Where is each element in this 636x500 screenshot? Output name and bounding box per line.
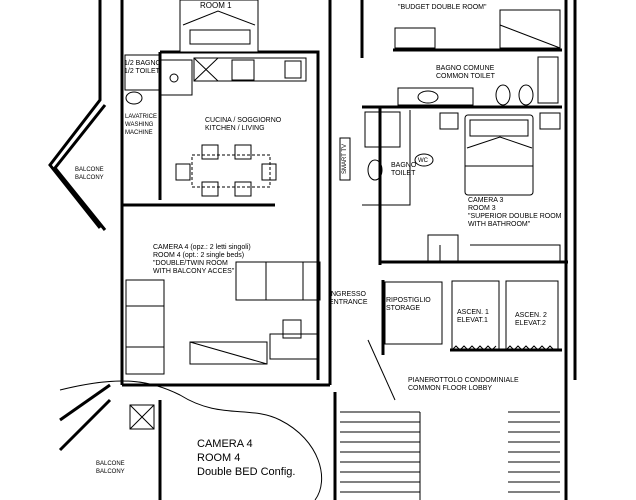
half-bath-label-en: 1/2 TOILET [124,68,160,75]
bath-label: BAGNO [391,162,417,169]
detail-outline [59,380,323,500]
room3-desc-2: WITH BATHROOM" [468,221,531,228]
detail-room-config: Double BED Config. [197,466,296,478]
common-toilet-label: BAGNO COMUNE [436,65,495,72]
chairs [175,144,277,197]
storage [384,281,443,345]
kitchen-counter [193,57,307,82]
kitchen-label: CUCINA / SOGGIORNO [205,117,282,124]
sink-icon [284,60,302,79]
bed-room4 [235,261,321,301]
detail-room-label-en: ROOM 4 [197,452,241,464]
room3-desc: "SUPERIOR DOUBLE ROOM [468,213,562,220]
room4-desc-2: WITH BALCONY ACCES" [153,268,235,275]
room3-label: CAMERA 3 [468,197,504,204]
room4-label-en: ROOM 4 (opt.: 2 single beds) [153,252,245,259]
toilet [518,84,534,106]
room1-label: ROOM 1 [198,1,234,10]
storage-label: RIPOSTIGLIO [386,297,431,304]
bath-label-en: TOILET [391,170,416,177]
elevator2-label-en: ELEVAT.2 [515,320,546,327]
elevator1-label-en: ELEVAT.1 [457,317,488,324]
room4-label: CAMERA 4 (opz.: 2 letti singoli) [153,244,251,251]
elevator1-label: ASCEN. 1 [457,309,489,316]
bathtub [537,56,559,104]
common-toilet-label-en: COMMON TOILET [436,73,495,80]
laundry-label-3: MACHINE [125,130,153,136]
entrance-label-en: ENTRANCE [329,299,368,306]
washbasin [125,91,143,105]
elevator-2 [505,280,559,351]
room3-label-en: ROOM 3 [468,205,496,212]
budget-room-label: "BUDGET DOUBLE ROOM" [398,4,487,11]
room4-desc: "DOUBLE/TWIN ROOM [153,260,228,267]
kitchen-label-en: KITCHEN / LIVING [205,125,265,132]
balcony-label-en: BALCONY [75,175,104,181]
detail-balcony-label: BALCONE [96,461,125,467]
shower [364,111,401,148]
detail-balcony-label-en: BALCONY [96,469,125,475]
lobby-label-en: COMMON FLOOR LOBBY [408,385,493,392]
wc-label: WC [418,158,428,164]
smart-tv [339,137,351,181]
lobby-label: PIANEROTTOLO CONDOMINIALE [408,377,519,384]
smart-tv-label: SMART TV [342,143,349,175]
wc-icon [414,153,434,167]
storage-label-en: STORAGE [386,305,421,312]
bed-room3 [464,114,534,196]
stove-icon [231,59,255,81]
entrance-label: INGRESSO [329,291,366,298]
laundry-label: LAVATRICE [125,114,158,120]
stairs [340,411,560,500]
bidet [495,84,511,106]
elevator2-label: ASCEN. 2 [515,312,547,319]
laundry-label-2: WASHING [125,122,154,128]
detail-room-label: CAMERA 4 [197,438,253,450]
half-bath-label: 1/2 BAGNO [124,60,161,67]
balcony-label: BALCONE [75,167,104,173]
